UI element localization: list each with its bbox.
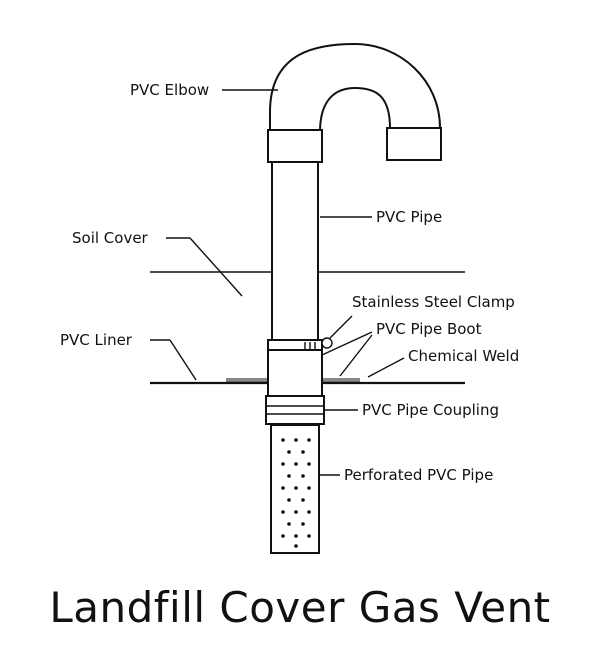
- pvc-pipe: [271, 161, 319, 349]
- diagram-title: Landfill Cover Gas Vent: [49, 583, 550, 632]
- elbow-collar-right: [386, 127, 442, 161]
- label-soil-cover: Soil Cover: [72, 229, 149, 247]
- leader-lines: [150, 89, 405, 476]
- clamp-screw: [304, 337, 333, 349]
- label-pvc-liner: PVC Liner: [60, 331, 133, 349]
- label-perforated-pvc-pipe: Perforated PVC Pipe: [344, 466, 493, 484]
- label-pvc-pipe-coupling: PVC Pipe Coupling: [362, 401, 499, 419]
- label-pvc-pipe: PVC Pipe: [376, 208, 442, 226]
- weld-hatching: [226, 378, 360, 382]
- label-chemical-weld: Chemical Weld: [408, 347, 519, 365]
- perforations: [281, 438, 311, 548]
- elbow-collar-left: [267, 129, 323, 163]
- label-pvc-elbow: PVC Elbow: [130, 81, 209, 99]
- pvc-elbow: [269, 42, 442, 133]
- label-pvc-pipe-boot: PVC Pipe Boot: [376, 320, 482, 338]
- pvc-pipe-coupling: [265, 395, 325, 425]
- label-stainless-steel-clamp: Stainless Steel Clamp: [352, 293, 515, 311]
- pvc-pipe-boot: [267, 346, 323, 397]
- stainless-steel-clamp: [267, 339, 323, 351]
